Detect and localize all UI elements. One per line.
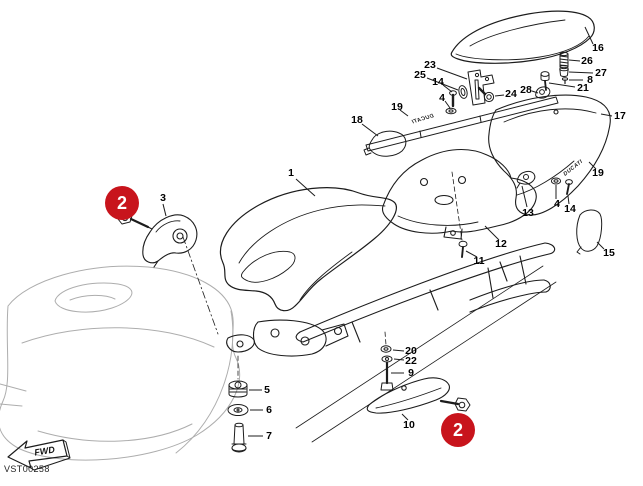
part-label-18: 18: [351, 114, 363, 126]
seat-rail-trim: [365, 86, 559, 152]
tail-side-panel: [488, 94, 611, 216]
fwd-arrow-logo: FWD: [7, 439, 71, 471]
part-label-11: 11: [473, 255, 485, 267]
part-label-16: 16: [592, 42, 604, 54]
part-label-25: 25: [414, 69, 426, 81]
cowl-hardware: [540, 51, 569, 91]
part-label-4: 4: [554, 198, 560, 210]
part-label-5: 5: [264, 384, 270, 396]
tail-decal-mirrored: DUCATI: [411, 113, 435, 125]
tank-mount-stack: [227, 380, 249, 453]
part-label-22: 22: [405, 355, 417, 367]
part-label-19: 19: [592, 167, 604, 179]
tail-center-fairing: [381, 148, 537, 240]
side-panel-fasteners: [516, 170, 573, 195]
part-label-17: 17: [614, 110, 626, 122]
rider-seat: [219, 187, 397, 312]
part-label-4: 4: [439, 92, 445, 104]
part-label-9: 9: [408, 367, 414, 379]
decal-text-mirrored: DUCATI: [411, 113, 435, 125]
mount-bracket: [142, 214, 198, 268]
part-label-21: 21: [577, 82, 589, 94]
part-label-14: 14: [564, 203, 576, 215]
seat-cowl: [450, 10, 595, 64]
part-label-27: 27: [595, 67, 607, 79]
fwd-label: FWD: [34, 444, 56, 457]
part-label-14: 14: [432, 76, 444, 88]
part-label-24: 24: [505, 88, 517, 100]
adhesive-pads: [363, 130, 603, 255]
part-label-19: 19: [391, 101, 403, 113]
part-label-23: 23: [424, 59, 436, 71]
quantity-badge-2[interactable]: 2: [441, 413, 475, 447]
part-label-8: 8: [587, 74, 593, 86]
panel-bolt-stack: [380, 345, 394, 391]
seat-latch-bracket-assembly: [445, 69, 495, 115]
part-label-20: 20: [405, 345, 417, 357]
part-label-28: 28: [520, 84, 532, 96]
part-label-6: 6: [266, 404, 272, 416]
part-label-26: 26: [581, 55, 593, 67]
rear-subframe: [226, 242, 556, 357]
construction-lines: [182, 171, 557, 443]
part-label-13: 13: [522, 207, 534, 219]
bolt-11: [458, 240, 468, 258]
bolt-right: [439, 397, 471, 412]
part-label-10: 10: [403, 419, 415, 431]
quantity-badge-1[interactable]: 2: [105, 186, 139, 220]
part-label-3: 3: [160, 192, 166, 204]
part-label-12: 12: [495, 238, 507, 250]
diagram-code: VST00258: [4, 464, 50, 474]
part-label-1: 1: [288, 167, 294, 179]
part-label-15: 15: [603, 247, 615, 259]
part-label-7: 7: [266, 430, 272, 442]
lower-side-panel: [366, 377, 450, 414]
